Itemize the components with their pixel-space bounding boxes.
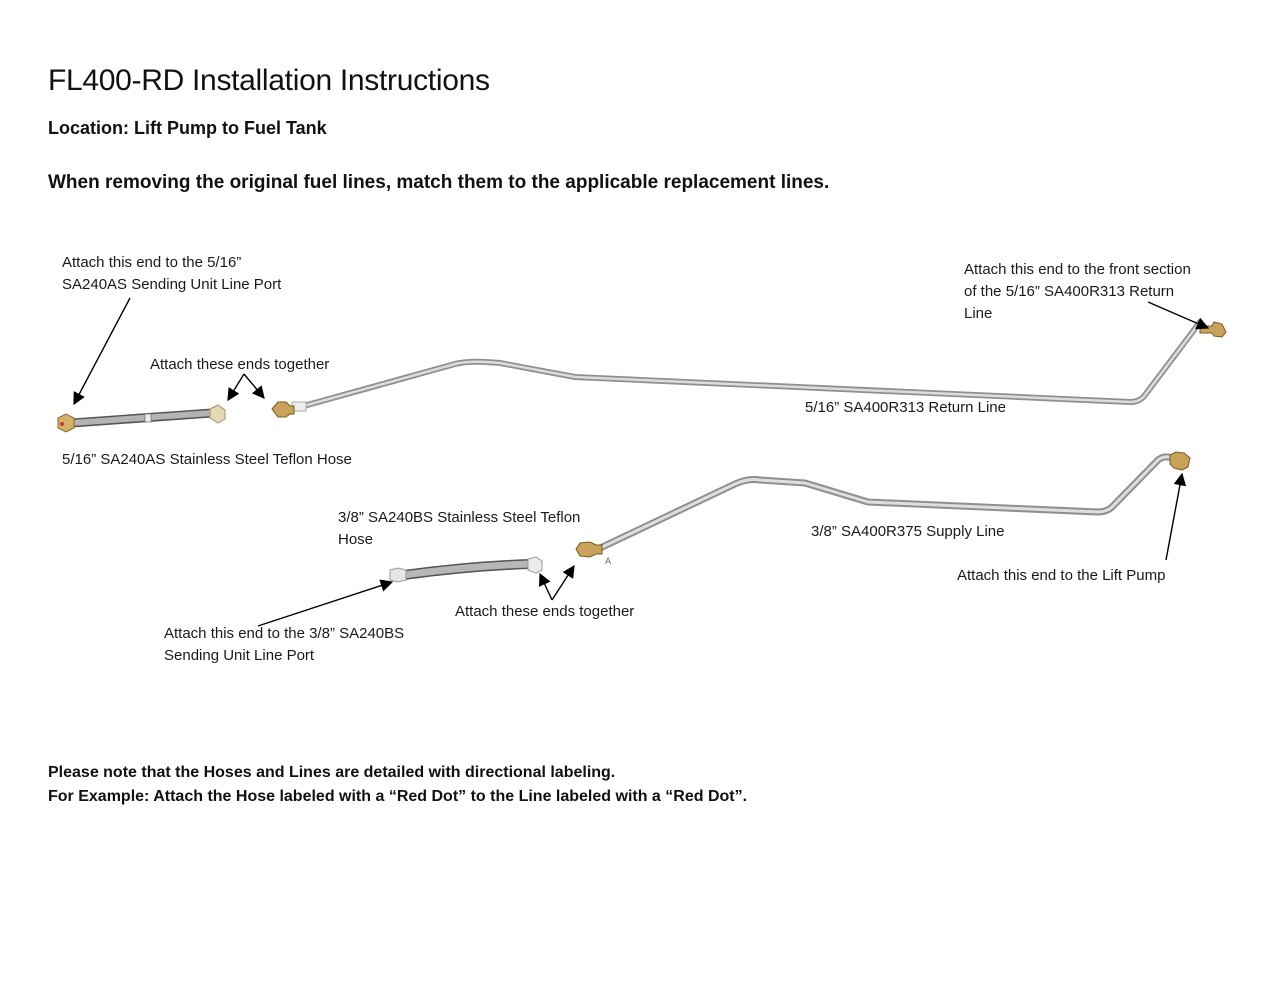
- return-line-fitting-front: [1199, 321, 1227, 338]
- arrow-supply-hose-end: [257, 579, 394, 627]
- arrow-return-hose-end: [73, 297, 131, 406]
- label-supply-hose: 3/8” SA240BS Stainless Steel Teflon Hose: [338, 509, 581, 548]
- return-hose: [57, 404, 226, 433]
- instruction-text: When removing the original fuel lines, m…: [48, 172, 830, 193]
- return-line-tube: [291, 319, 1203, 412]
- label-top-attach-together: Attach these ends together: [150, 356, 330, 373]
- label-supply-hose-end: Attach this end to the 3/8” SA240BS Send…: [164, 625, 405, 664]
- arrows-top-attach-together: [227, 373, 265, 402]
- label-supply-line: 3/8” SA400R375 Supply Line: [811, 523, 1005, 540]
- note-red-dot-example: For Example: Attach the Hose labeled wit…: [48, 788, 748, 805]
- supply-hose: [389, 556, 543, 583]
- label-return-hose: 5/16” SA240AS Stainless Steel Teflon Hos…: [62, 451, 352, 468]
- page-title: FL400-RD Installation Instructions: [48, 64, 490, 97]
- svg-text:A: A: [605, 557, 612, 567]
- supply-line-fitting-pump: [1169, 451, 1191, 471]
- return-line-fitting-rear: [271, 401, 295, 418]
- label-return-hose-end: Attach this end to the 5/16” SA240AS Sen…: [62, 254, 282, 293]
- label-lift-pump-end: Attach this end to the Lift Pump: [957, 567, 1166, 584]
- supply-line-tube: A: [594, 453, 1176, 567]
- arrow-lift-pump-end: [1165, 472, 1187, 561]
- location-subtitle: Location: Lift Pump to Fuel Tank: [48, 118, 327, 138]
- note-directional-labeling: Please note that the Hoses and Lines are…: [48, 764, 616, 781]
- arrows-bottom-attach-together: [539, 564, 575, 601]
- label-return-front-end: Attach this end to the front section of …: [964, 261, 1191, 322]
- label-return-line: 5/16” SA400R313 Return Line: [805, 399, 1006, 416]
- label-bottom-attach-together: Attach these ends together: [455, 603, 635, 620]
